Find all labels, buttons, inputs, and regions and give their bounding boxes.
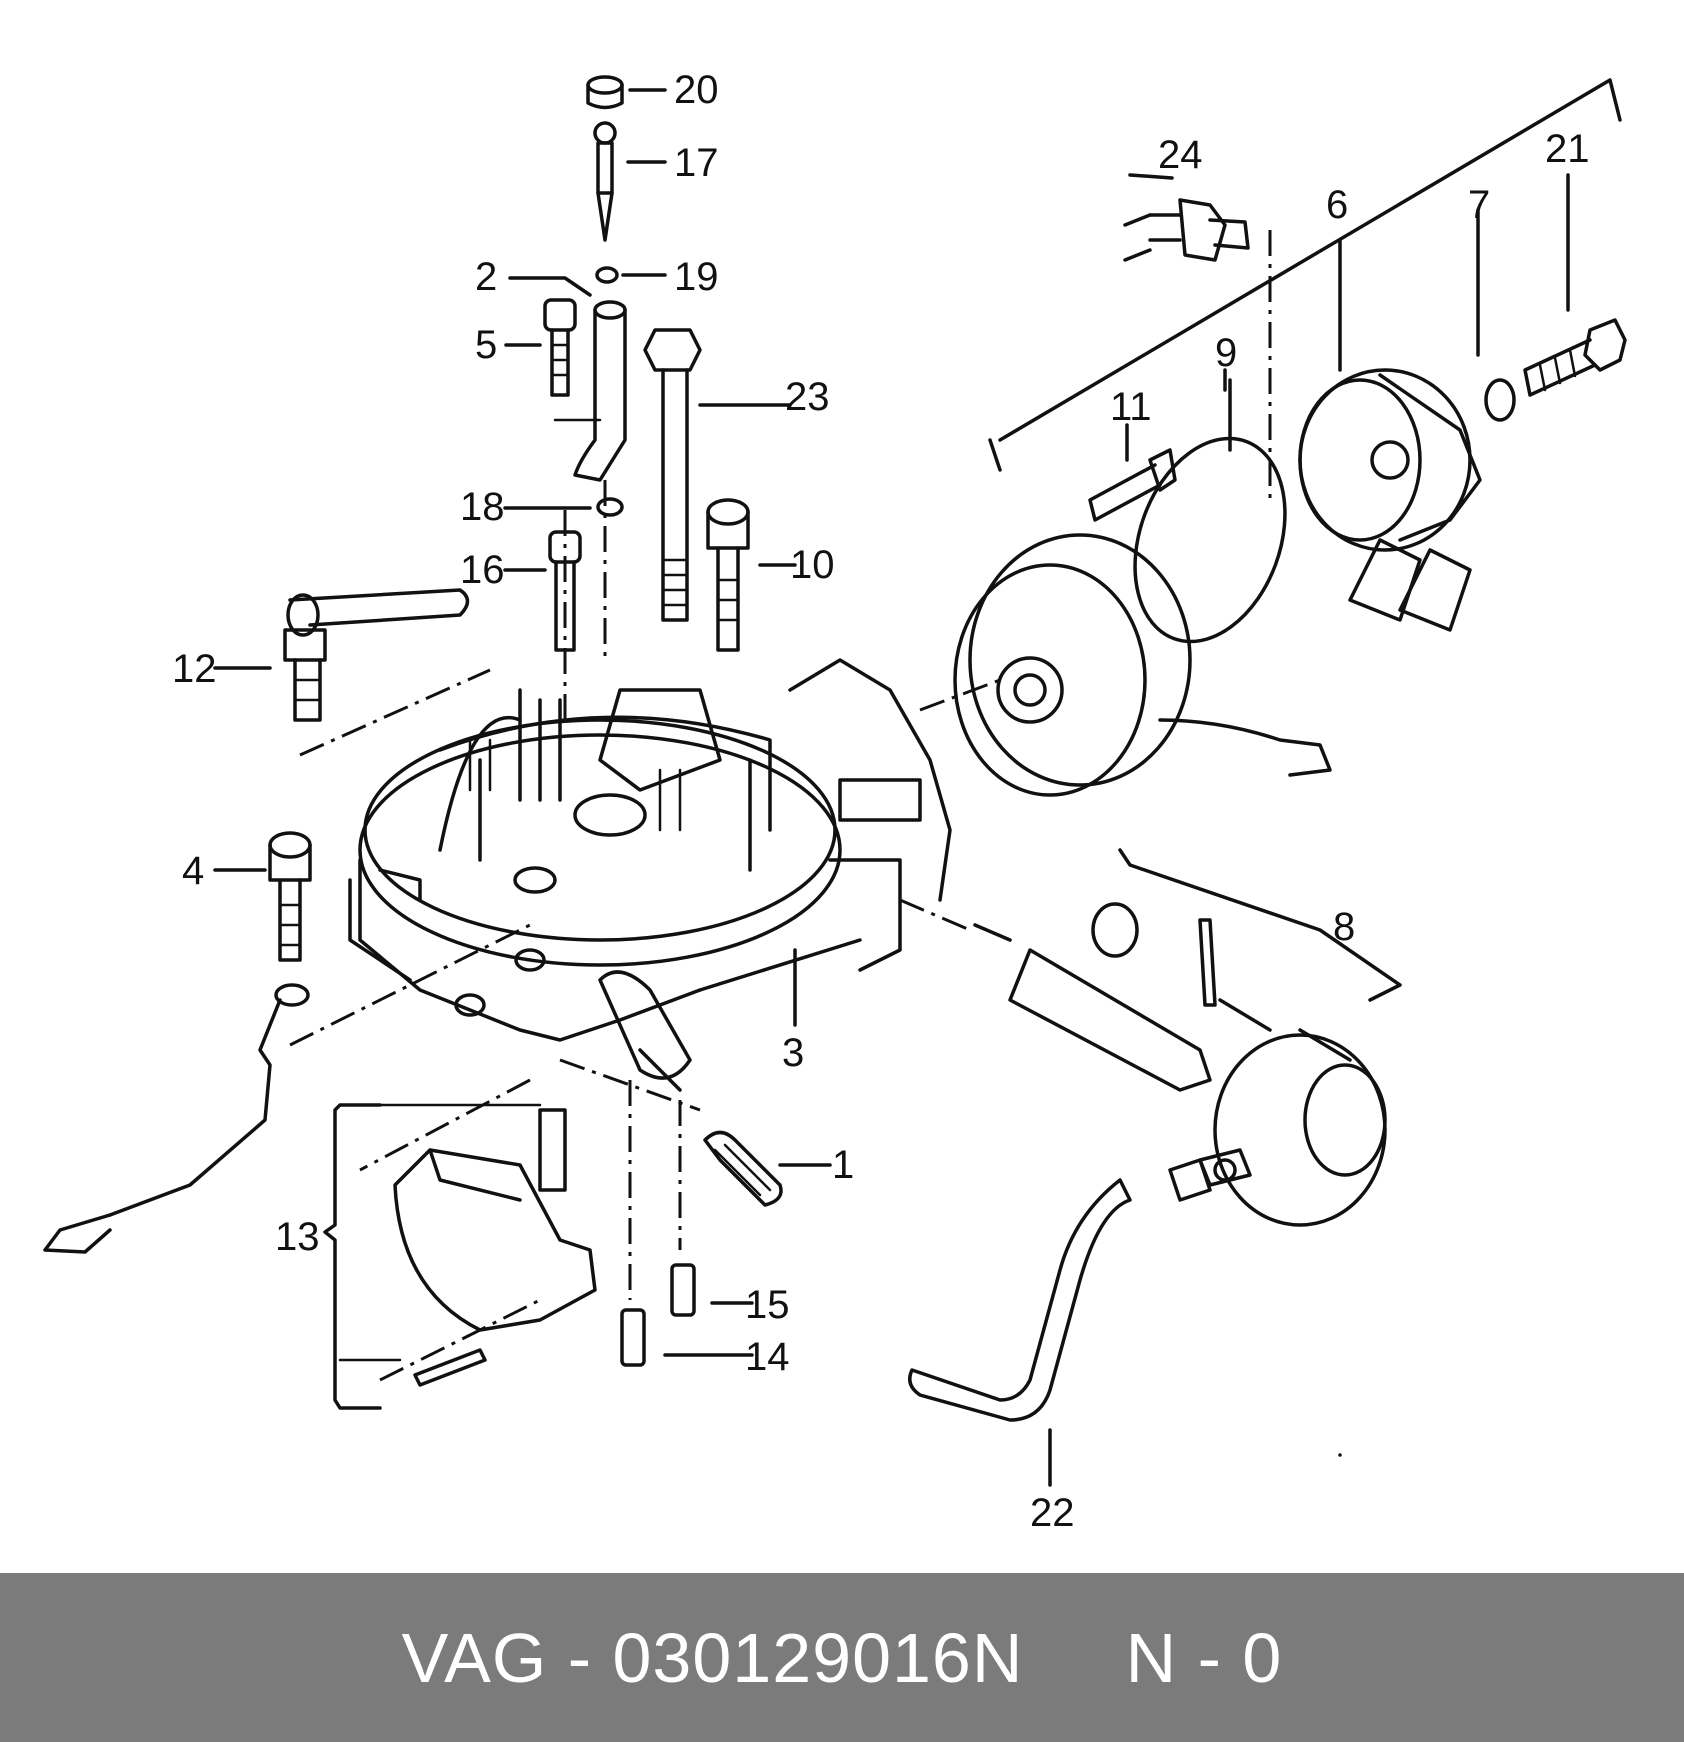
bolt-part-21 bbox=[1523, 318, 1627, 397]
needle-part-17 bbox=[593, 121, 617, 242]
jet-part-14 bbox=[620, 1308, 646, 1367]
exploded-parts-diagram: 20 17 19 2 5 23 18 16 10 12 4 3 1 13 15 … bbox=[43, 68, 1627, 1535]
assembly-guide-lines bbox=[289, 230, 1272, 1382]
ground-screw-part-4 bbox=[43, 831, 312, 1254]
label-part-13: 13 bbox=[275, 1215, 320, 1259]
actuator-part-13 bbox=[338, 1103, 597, 1387]
screw-part-5 bbox=[543, 298, 577, 397]
cover-part-6 bbox=[1298, 368, 1482, 632]
vacuum-unit-part-8 bbox=[973, 902, 1387, 1227]
label-part-21: 21 bbox=[1545, 127, 1590, 171]
label-part-20: 20 bbox=[674, 68, 719, 112]
cap-part-20 bbox=[586, 75, 624, 110]
label-part-7: 7 bbox=[1468, 183, 1490, 227]
part-number-text: VAG - 030129016N N - 0 bbox=[401, 1618, 1283, 1697]
part-labels: 20 17 19 2 5 23 18 16 10 12 4 3 1 13 15 … bbox=[172, 68, 1590, 1535]
label-part-23: 23 bbox=[785, 375, 830, 419]
lever-part-12 bbox=[283, 588, 470, 722]
label-part-18: 18 bbox=[460, 485, 505, 529]
label-part-3: 3 bbox=[782, 1031, 804, 1075]
label-part-16: 16 bbox=[460, 548, 505, 592]
o-ring-part-19 bbox=[595, 266, 619, 284]
label-part-4: 4 bbox=[182, 849, 204, 893]
label-part-12: 12 bbox=[172, 647, 217, 691]
label-part-22: 22 bbox=[1030, 1491, 1075, 1535]
long-bolt-part-23 bbox=[643, 328, 702, 622]
screw-part-11 bbox=[1088, 448, 1177, 522]
label-part-2: 2 bbox=[475, 255, 497, 299]
o-ring-part-18 bbox=[596, 497, 624, 517]
jet-part-15 bbox=[670, 1263, 696, 1317]
o-ring-part-7 bbox=[1484, 378, 1516, 422]
tube-part-2 bbox=[553, 300, 627, 482]
screw-part-10 bbox=[706, 498, 750, 652]
label-part-24: 24 bbox=[1158, 133, 1203, 177]
label-part-10: 10 bbox=[790, 543, 835, 587]
label-part-15: 15 bbox=[745, 1283, 790, 1327]
label-part-19: 19 bbox=[674, 255, 719, 299]
label-part-17: 17 bbox=[674, 141, 719, 185]
pin-part-16 bbox=[548, 530, 582, 652]
part-number-banner: VAG - 030129016N N - 0 bbox=[0, 1573, 1684, 1742]
sleeve-part-1 bbox=[703, 1130, 783, 1207]
label-part-1: 1 bbox=[832, 1143, 854, 1187]
label-part-6: 6 bbox=[1326, 183, 1348, 227]
callout-leaders bbox=[213, 78, 1622, 1487]
label-part-8: 8 bbox=[1333, 905, 1355, 949]
label-part-11: 11 bbox=[1110, 385, 1152, 429]
sensor-part-24 bbox=[1123, 198, 1250, 262]
label-part-9: 9 bbox=[1215, 331, 1237, 375]
heater-housing bbox=[953, 533, 1332, 797]
label-part-5: 5 bbox=[475, 323, 497, 367]
throttle-body-housing bbox=[348, 658, 952, 1092]
label-part-14: 14 bbox=[745, 1335, 790, 1379]
hose-part-22 bbox=[908, 1158, 1212, 1422]
gasket-part-9 bbox=[1133, 436, 1287, 644]
